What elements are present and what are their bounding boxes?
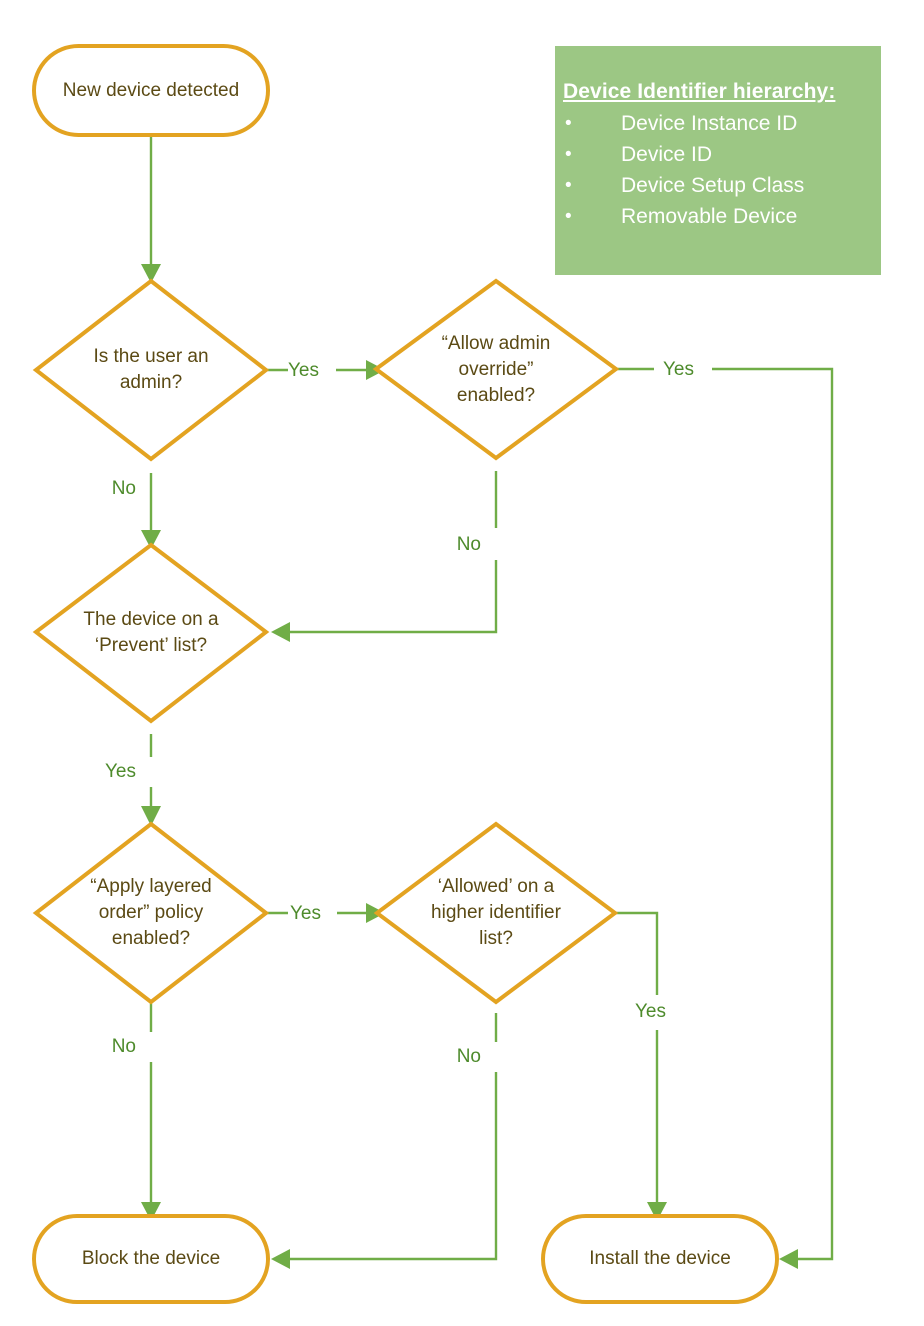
- legend-item-label: Removable Device: [621, 205, 798, 228]
- node-admin-override-label-line2: override”: [459, 359, 534, 380]
- edge-layered-yes: [266, 903, 385, 923]
- node-prevent-list-label-line1: The device on a: [83, 609, 219, 630]
- edge-label-override-no: No: [457, 534, 481, 555]
- node-higher-identifier[interactable]: ‘Allowed’ on a higher identifier list?: [373, 821, 619, 1005]
- edge-is-admin-no: [141, 473, 161, 549]
- edge-is-admin-yes: [266, 360, 385, 380]
- arrowhead-icon: [271, 622, 290, 642]
- list-item: • Device Setup Class: [563, 170, 881, 201]
- arrowhead-icon: [141, 264, 161, 283]
- arrowhead-icon: [141, 806, 161, 826]
- node-admin-override-label-line3: enabled?: [457, 385, 535, 406]
- node-layered-order-label-line1: “Apply layered: [90, 876, 211, 897]
- edge-start-to-is-admin: [141, 135, 161, 283]
- edge-prevent-yes: [141, 734, 161, 826]
- legend-list: • Device Instance ID • Device ID • Devic…: [555, 108, 881, 232]
- edge-higher-no: [271, 1013, 498, 1269]
- edge-layered-no: [141, 1000, 161, 1221]
- edge-label-prevent-yes: Yes: [105, 761, 136, 782]
- node-start-label: New device detected: [63, 80, 239, 101]
- list-item: • Device Instance ID: [563, 108, 881, 139]
- node-is-admin-label-line2: admin?: [120, 372, 182, 393]
- node-block-device[interactable]: Block the device: [32, 1214, 270, 1304]
- edge-label-higher-yes: Yes: [635, 1001, 666, 1022]
- node-prevent-list[interactable]: The device on a ‘Prevent’ list?: [32, 542, 270, 724]
- node-is-admin[interactable]: Is the user an admin?: [32, 278, 270, 462]
- node-layered-order-label-line2: order” policy: [99, 902, 204, 923]
- list-item: • Removable Device: [563, 201, 881, 232]
- edge-label-higher-no: No: [457, 1046, 481, 1067]
- node-install-device-label: Install the device: [589, 1248, 731, 1269]
- arrowhead-icon: [271, 1249, 290, 1269]
- node-is-admin-label-line1: Is the user an: [93, 346, 208, 367]
- node-higher-identifier-label-line1: ‘Allowed’ on a: [438, 876, 555, 897]
- legend-item-label: Device Instance ID: [621, 112, 798, 135]
- node-layered-order-label-line3: enabled?: [112, 928, 190, 949]
- edge-override-yes: [616, 367, 834, 1269]
- node-start[interactable]: New device detected: [32, 44, 270, 137]
- node-higher-identifier-label-line2: higher identifier: [431, 902, 562, 923]
- edge-label-layered-yes: Yes: [290, 903, 321, 924]
- arrowhead-icon: [779, 1249, 798, 1269]
- legend-panel: Device Identifier hierarchy: • Device In…: [555, 46, 881, 275]
- node-layered-order[interactable]: “Apply layered order” policy enabled?: [32, 821, 270, 1005]
- legend-item-label: Device ID: [621, 143, 713, 166]
- edge-label-override-yes: Yes: [663, 359, 694, 380]
- node-block-device-label: Block the device: [82, 1248, 220, 1269]
- legend-title: Device Identifier hierarchy:: [563, 80, 836, 103]
- node-admin-override-label-line1: “Allow admin: [442, 333, 551, 354]
- node-prevent-list-label-line2: ‘Prevent’ list?: [95, 635, 207, 656]
- bullet-icon: •: [565, 175, 572, 196]
- edge-label-layered-no: No: [112, 1036, 136, 1057]
- edge-label-admin-no: No: [112, 478, 136, 499]
- arrowhead-icon: [141, 1202, 161, 1221]
- legend-item-label: Device Setup Class: [621, 174, 805, 197]
- arrowhead-icon: [141, 530, 161, 549]
- bullet-icon: •: [565, 206, 572, 227]
- arrowhead-icon: [647, 1202, 667, 1221]
- edge-higher-yes: [615, 911, 667, 1221]
- node-higher-identifier-label-line3: list?: [479, 928, 513, 949]
- bullet-icon: •: [565, 113, 572, 134]
- edge-override-no: [271, 471, 498, 642]
- edge-label-admin-yes: Yes: [288, 360, 319, 381]
- node-install-device[interactable]: Install the device: [541, 1214, 779, 1304]
- node-admin-override[interactable]: “Allow admin override” enabled?: [372, 278, 620, 461]
- list-item: • Device ID: [563, 139, 881, 170]
- bullet-icon: •: [565, 144, 572, 165]
